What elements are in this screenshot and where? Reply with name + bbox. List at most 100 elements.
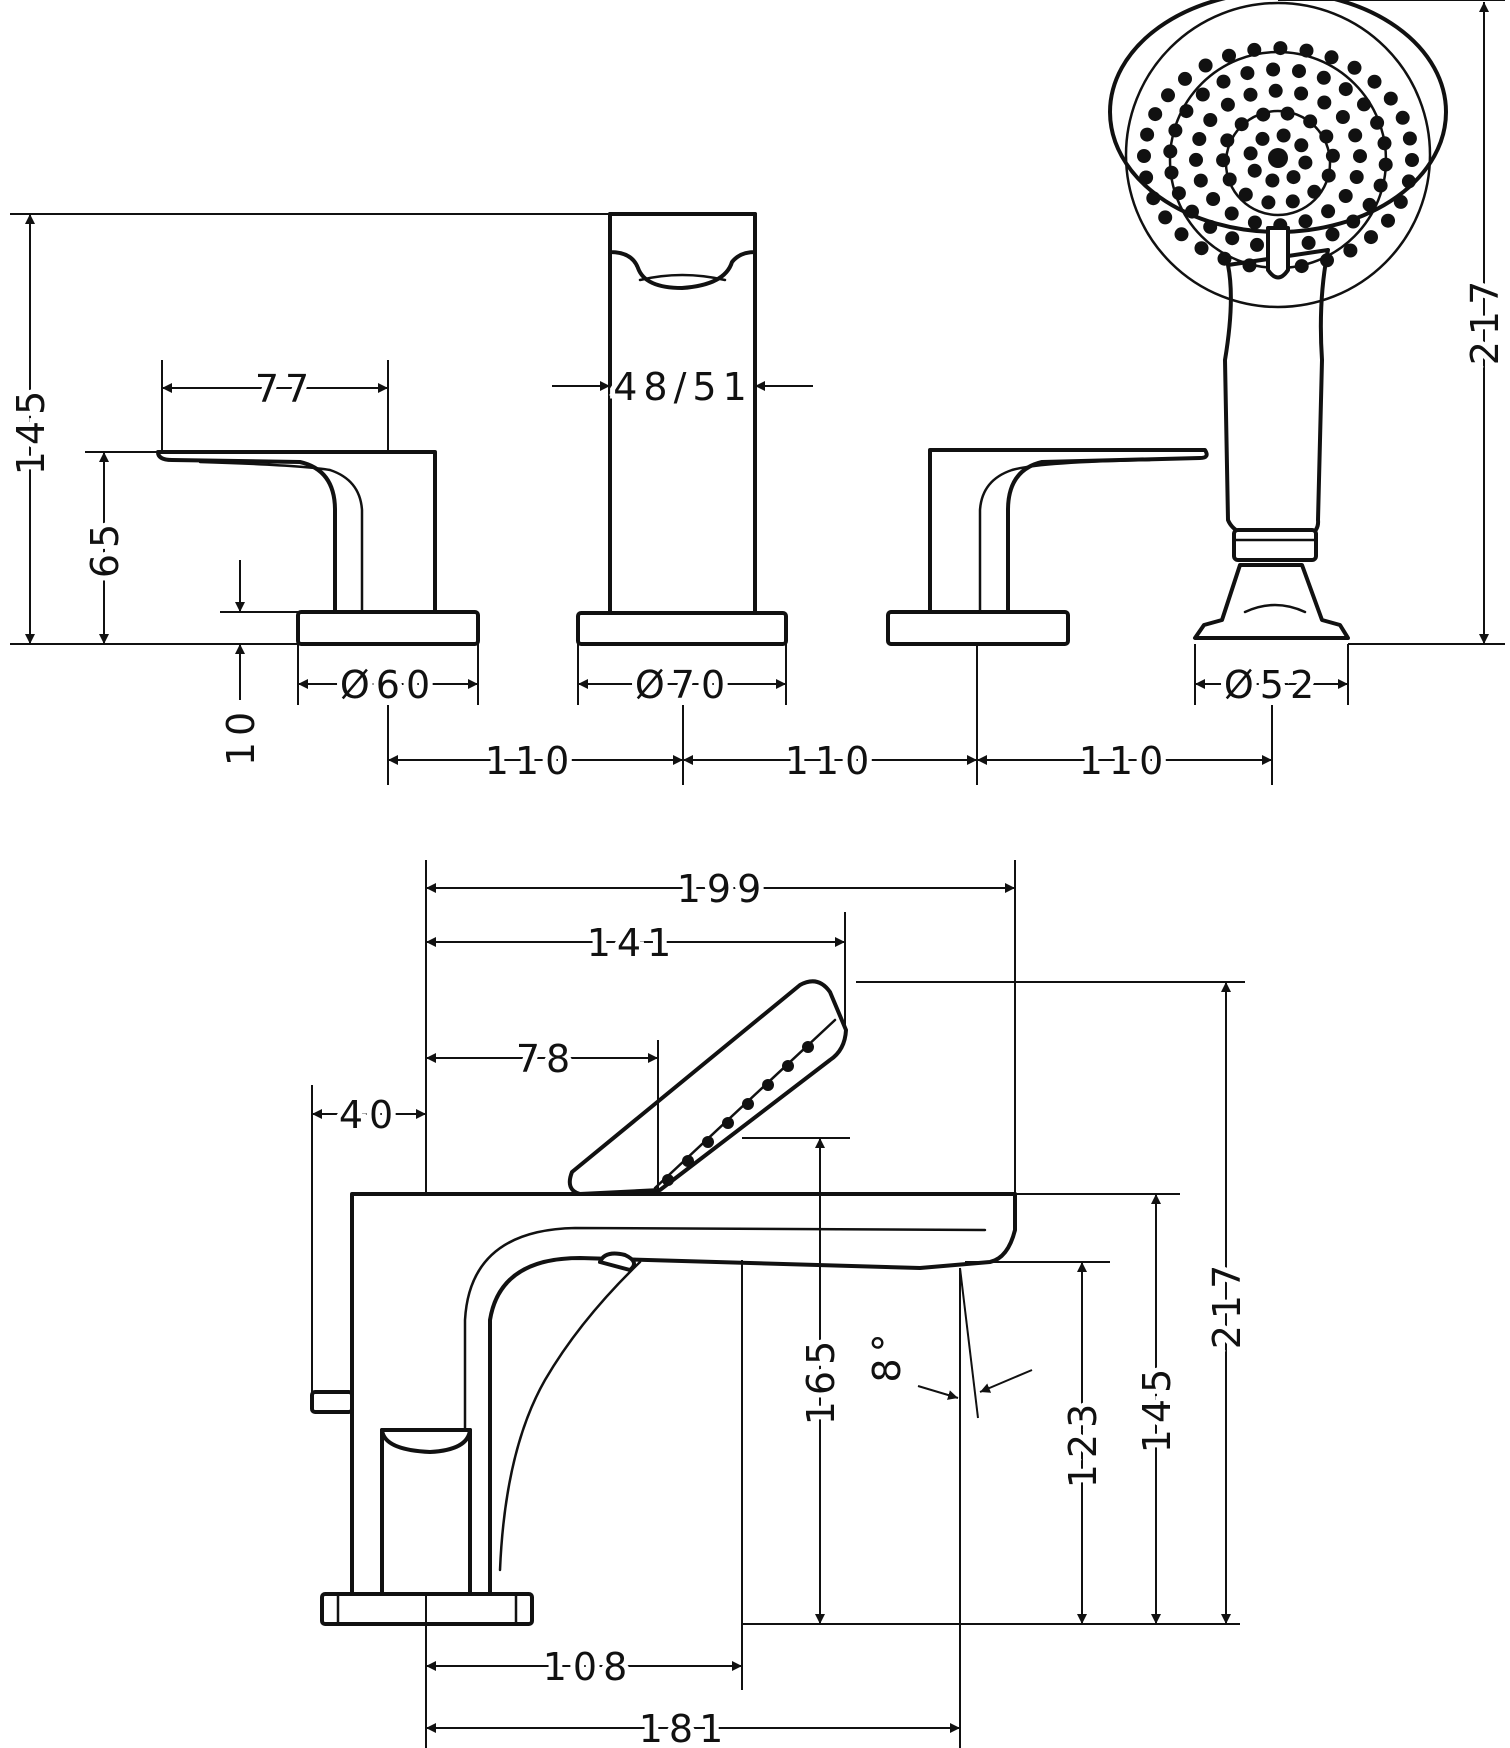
spray-nozzle (1185, 204, 1199, 219)
spray-nozzle (1206, 192, 1221, 206)
dim-text-dia-52: Ø52 (1224, 663, 1320, 707)
spray-nozzle (1195, 87, 1210, 102)
spray-nozzle (1255, 131, 1270, 146)
dim-text-65: 65 (83, 518, 127, 578)
spray-nozzle (1317, 95, 1332, 110)
dimension-10: 10 (219, 560, 298, 766)
dim-text-181: 181 (639, 1707, 730, 1748)
dimension-40: 40 (311, 1085, 426, 1392)
spray-nozzle (1401, 174, 1416, 189)
spray-nozzle (1168, 123, 1183, 138)
side-spray-nozzle (762, 1079, 774, 1091)
spray-nozzle (1222, 172, 1237, 187)
spray-nozzle (1238, 187, 1253, 202)
spray-nozzle (1319, 129, 1334, 144)
dim-text-110-a: 110 (485, 739, 576, 783)
spray-nozzle (1338, 82, 1353, 97)
dimension-spacing: 110 110 110 (387, 644, 1273, 788)
center-spout (576, 212, 788, 646)
dim-text-dia-60: Ø60 (340, 663, 436, 707)
dim-text-dia-70: Ø70 (635, 663, 731, 707)
dim-text-110-b: 110 (785, 739, 876, 783)
spray-nozzle (1381, 213, 1395, 228)
spray-nozzle (1137, 149, 1151, 163)
spray-nozzle (1164, 165, 1179, 180)
spray-nozzle (1179, 104, 1194, 119)
spray-nozzle (1225, 231, 1240, 246)
dim-text-8-deg: 8° (865, 1327, 909, 1382)
side-spray-nozzle (742, 1098, 754, 1110)
spray-nozzle (1316, 70, 1331, 85)
right-valve (886, 448, 1209, 646)
side-hand-shower (567, 979, 848, 1196)
spray-nozzle (1247, 42, 1262, 57)
spray-nozzle (1349, 170, 1364, 184)
dim-text-217-side: 217 (1205, 1259, 1249, 1350)
dim-text-199: 199 (677, 867, 768, 911)
spray-nozzle (1367, 74, 1382, 89)
spray-nozzle (1243, 87, 1258, 102)
dim-text-10: 10 (219, 706, 263, 766)
spray-nozzle (1266, 62, 1281, 77)
spray-nozzle (1393, 194, 1408, 209)
spray-nozzle (1307, 184, 1322, 199)
spray-nozzle (1189, 152, 1203, 167)
side-spray-nozzle (802, 1041, 814, 1053)
dim-text-217-top: 217 (1463, 275, 1507, 366)
spray-nozzle (1216, 153, 1231, 168)
dimension-65: 65 (78, 451, 158, 644)
spray-nozzle (1343, 243, 1358, 258)
dimension-dia-70: Ø70 (577, 644, 787, 712)
dimension-145-top: 145 (4, 213, 610, 645)
spray-nozzle (1280, 106, 1295, 121)
spray-nozzle (1256, 107, 1271, 122)
spray-nozzle (1324, 50, 1339, 65)
spray-nozzle (1250, 237, 1264, 252)
spray-nozzle (1294, 259, 1309, 274)
dimension-217-side: 217 (856, 981, 1254, 1624)
spray-nozzle (1146, 191, 1161, 206)
spray-nozzle (1301, 235, 1316, 250)
dim-text-165: 165 (799, 1335, 843, 1426)
spray-nozzle (1338, 189, 1353, 203)
spray-nozzle (1203, 113, 1218, 127)
side-spray-nozzle (722, 1117, 734, 1129)
spray-nozzle (1321, 204, 1336, 219)
spray-nozzle (1364, 230, 1378, 245)
spray-nozzle (1357, 97, 1371, 112)
spray-nozzle (1346, 214, 1361, 229)
spray-nozzle (1192, 132, 1207, 146)
left-valve (156, 450, 480, 646)
spray-nozzle (1261, 195, 1276, 210)
spray-nozzles (1137, 41, 1419, 274)
spray-nozzle (1348, 128, 1363, 143)
hand-shower-top (1108, 0, 1448, 640)
spray-nozzle (1362, 197, 1377, 212)
spray-nozzle (1224, 206, 1239, 221)
spray-nozzle (1325, 227, 1340, 242)
dimension-217-top: 217 (1278, 0, 1510, 645)
spray-nozzle (1373, 178, 1388, 193)
spray-nozzle (1298, 214, 1313, 229)
dim-text-141: 141 (587, 921, 678, 965)
spray-nozzle (1320, 253, 1334, 268)
spray-nozzle (1299, 43, 1314, 58)
dim-text-77: 77 (255, 367, 315, 411)
dim-text-110-c: 110 (1079, 739, 1170, 783)
spray-nozzle (1395, 110, 1410, 125)
spray-nozzle (1383, 91, 1398, 106)
spray-nozzle (1234, 117, 1249, 132)
spray-nozzle (1347, 60, 1362, 75)
spray-nozzle (1174, 227, 1189, 242)
spray-nozzle (1321, 168, 1336, 183)
spray-nozzle (1286, 170, 1301, 185)
spray-nozzle (1292, 64, 1306, 79)
spray-nozzle (1402, 131, 1417, 146)
dim-text-40: 40 (339, 1093, 399, 1137)
spray-nozzle (1265, 173, 1280, 188)
dimension-141: 141 (426, 912, 846, 1030)
spray-nozzle (1247, 163, 1262, 178)
dimension-dia-60: Ø60 (297, 644, 479, 712)
spray-nozzle (1220, 97, 1235, 112)
